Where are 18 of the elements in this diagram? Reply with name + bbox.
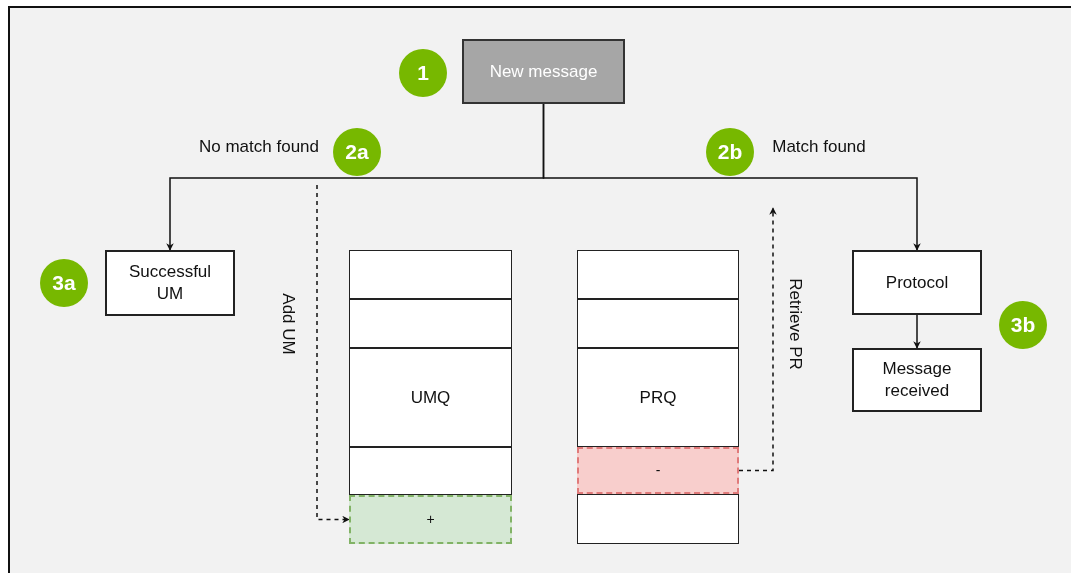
process-box: New message: [462, 39, 625, 104]
process-box: Successful UM: [105, 250, 235, 316]
queue-cell: [349, 250, 512, 299]
queue-cell: [577, 250, 739, 299]
queue-cell: PRQ: [577, 348, 739, 447]
queue-cell: [349, 299, 512, 348]
process-box: Protocol: [852, 250, 982, 315]
arrow: [913, 314, 921, 349]
dashed-arrow: [738, 207, 777, 472]
queue-cell: UMQ: [349, 348, 512, 447]
queue-cell: +: [349, 495, 512, 544]
queue-cell: [349, 447, 512, 495]
queue-cell: [577, 299, 739, 348]
arrow: [542, 103, 921, 251]
process-box: Message received: [852, 348, 982, 412]
queue-cell: [577, 494, 739, 544]
dashed-arrow: [316, 184, 350, 524]
queue-cell: -: [577, 447, 739, 494]
